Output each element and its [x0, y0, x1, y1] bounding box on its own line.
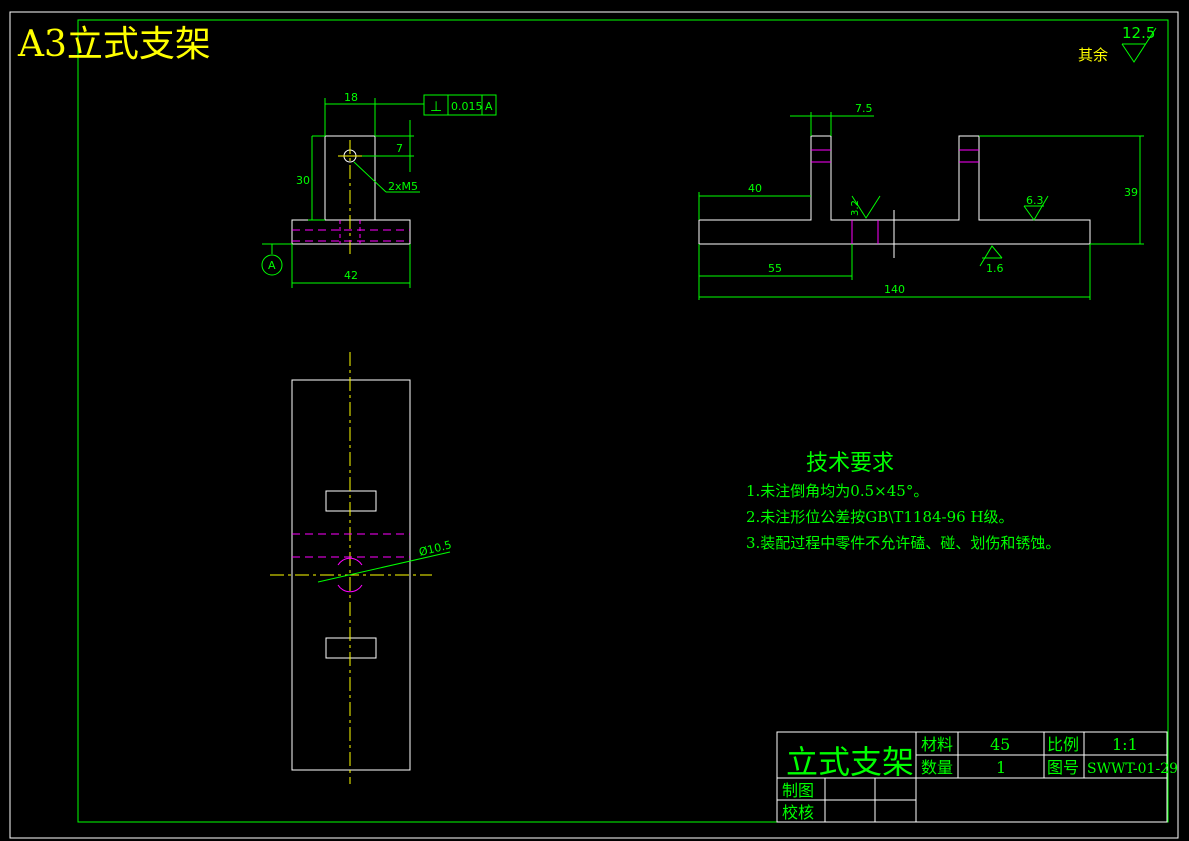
tech-line-2: 2.未注形位公差按GB\T1184-96 H级。 — [746, 508, 1014, 526]
tb-drawn-label: 制图 — [782, 781, 814, 800]
dim-side-left-len: 40 — [748, 182, 762, 195]
datum-circle — [261, 254, 283, 276]
top-view: Ø10.5 — [270, 352, 453, 784]
tb-checked-label: 校核 — [782, 803, 814, 822]
tech-heading: 技术要求 — [806, 451, 894, 476]
general-roughness: 其余 12.5 — [1078, 24, 1157, 64]
dim-side-hole-pos: 55 — [768, 262, 782, 275]
tech-line-1: 1.未注倒角均为0.5×45°。 — [746, 482, 928, 500]
dim-front-height: 30 — [296, 174, 310, 187]
roughness-symbol — [1121, 27, 1157, 63]
tol-datum: A — [485, 100, 493, 113]
sheet-border — [9, 11, 1179, 839]
dim-side-slot-width: 7.5 — [855, 102, 873, 115]
slot-bottom — [325, 637, 377, 659]
roughness-general-value: 12.5 — [1122, 24, 1155, 42]
dim-front-width-top: 18 — [344, 91, 358, 104]
roughness-r3: 1.6 — [986, 262, 1004, 275]
slot-top — [325, 490, 377, 512]
tb-qty-label: 数量 — [921, 758, 953, 777]
front-view: 18 ⊥ 0.015 A 7 30 2xM5 42 A — [261, 91, 497, 288]
dim-front-hole-offset: 7 — [396, 142, 403, 155]
tb-qty-value: 1 — [996, 758, 1006, 777]
side-view: 7.5 40 39 55 140 3.2 6.3 1.6 — [698, 102, 1144, 300]
tol-symbol: ⊥ — [430, 99, 442, 115]
datum-label: A — [268, 259, 276, 272]
title-block: 立式支架 材料 45 比例 1:1 数量 1 图号 SWWT-01-29 制图 … — [776, 731, 1178, 823]
tol-value: 0.015 — [451, 100, 483, 113]
tb-name: 立式支架 — [786, 743, 914, 781]
tb-drawing-no-label: 图号 — [1047, 758, 1079, 777]
dim-front-base-width: 42 — [344, 269, 358, 282]
dim-side-height: 39 — [1124, 186, 1138, 199]
roughness-r1: 3.2 — [850, 200, 861, 216]
drawing-frame — [77, 19, 1169, 823]
tech-line-3: 3.装配过程中零件不允许磕、碰、划伤和锈蚀。 — [746, 534, 1060, 552]
tb-material-label: 材料 — [921, 735, 953, 754]
thread-note: 2xM5 — [388, 180, 418, 193]
drawing-title: A3立式支架 — [17, 24, 211, 65]
front-base — [291, 219, 411, 245]
tb-scale-label: 比例 — [1047, 735, 1079, 754]
tb-material-value: 45 — [990, 735, 1010, 754]
tb-scale-value: 1:1 — [1112, 735, 1138, 754]
roughness-r2: 6.3 — [1026, 194, 1044, 207]
top-outline — [291, 379, 411, 771]
roughness-general-label: 其余 — [1078, 46, 1108, 64]
dim-side-total-len: 140 — [884, 283, 905, 296]
tb-drawing-no-value: SWWT-01-29 — [1087, 761, 1178, 777]
tech-requirements: 技术要求 1.未注倒角均为0.5×45°。 2.未注形位公差按GB\T1184-… — [746, 451, 1060, 552]
